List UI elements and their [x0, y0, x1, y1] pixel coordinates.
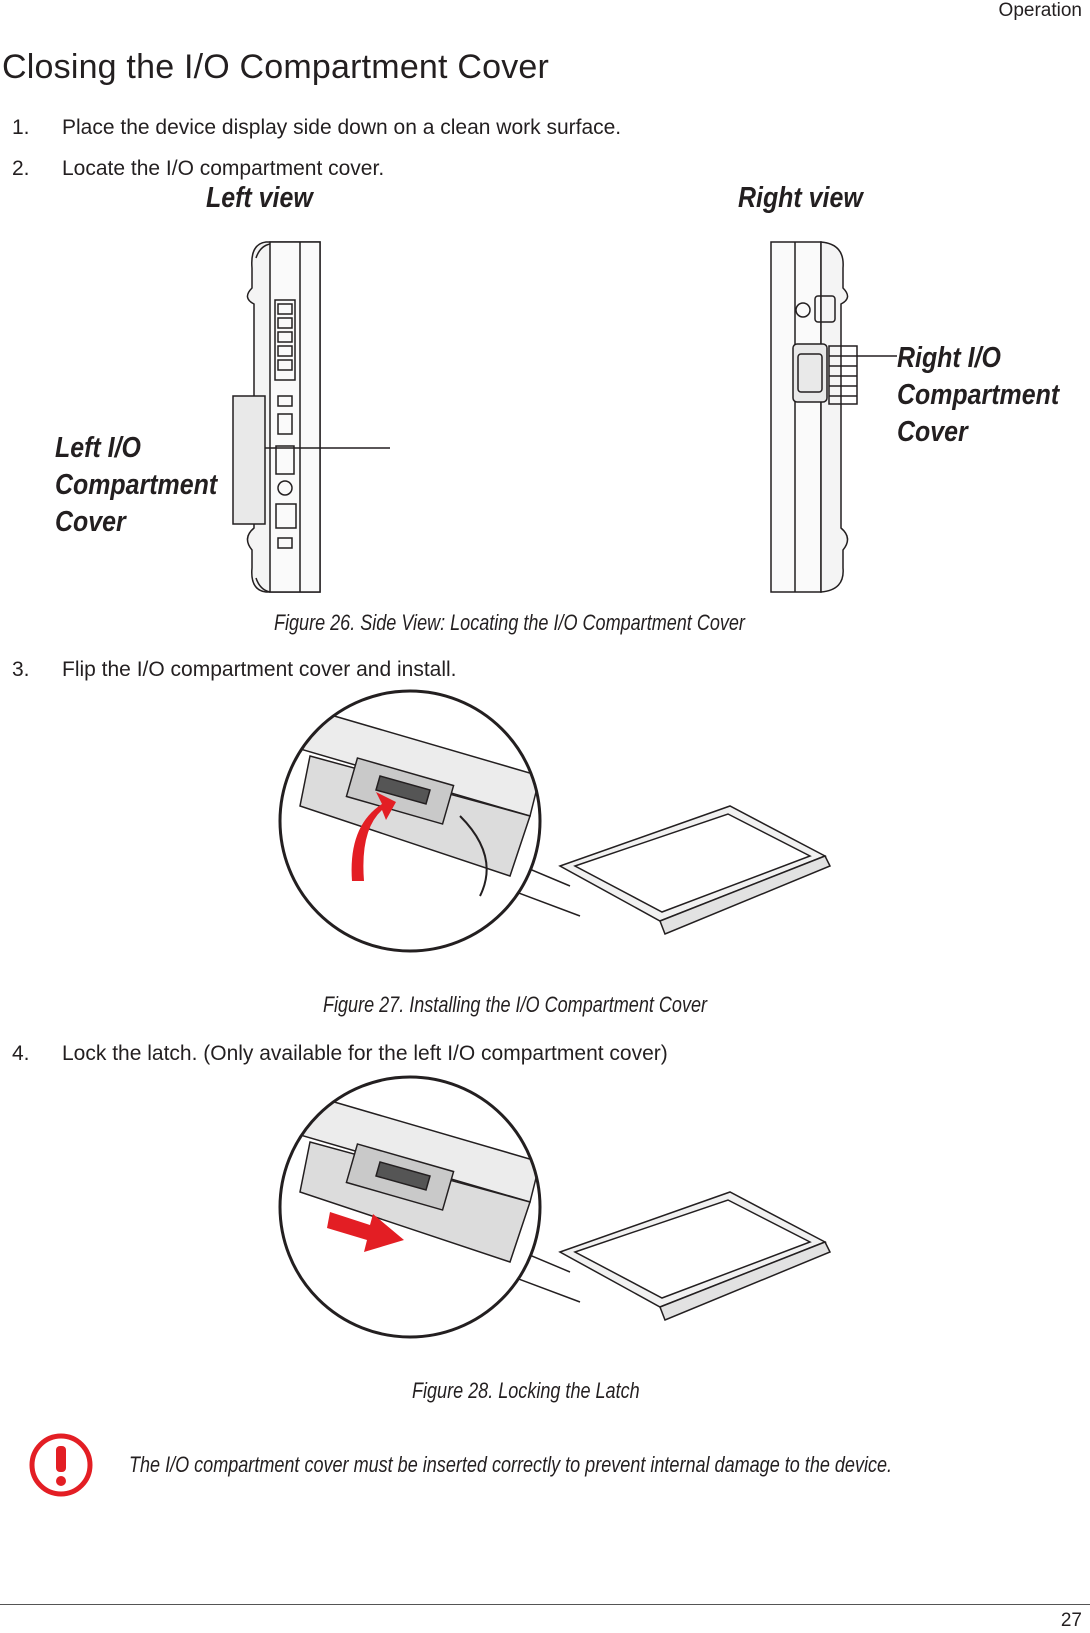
step-text: Place the device display side down on a …	[62, 116, 622, 139]
callout-line: Left I/O	[55, 432, 141, 464]
right-view-label: Right view	[738, 182, 863, 214]
step-2: 2. Locate the I/O compartment cover.	[12, 157, 912, 183]
lock-latch-illustration	[278, 1075, 832, 1339]
step-1: 1. Place the device display side down on…	[12, 116, 912, 142]
left-side-view-illustration	[232, 241, 390, 593]
step-number: 2.	[12, 157, 30, 180]
install-cover-illustration	[278, 689, 832, 953]
section-header: Operation	[998, 0, 1082, 21]
note-text: The I/O compartment cover must be insert…	[129, 1452, 893, 1477]
step-text: Locate the I/O compartment cover.	[62, 157, 385, 180]
footer-divider	[0, 1604, 1090, 1605]
step-3: 3. Flip the I/O compartment cover and in…	[12, 658, 912, 684]
right-side-view-illustration	[770, 241, 897, 593]
exclamation-circle-icon	[29, 1433, 93, 1497]
step-number: 4.	[12, 1042, 30, 1065]
step-number: 3.	[12, 658, 30, 681]
slide-arrow-icon	[327, 1212, 404, 1252]
callout-line: Cover	[55, 506, 126, 538]
right-io-callout: Right I/O Compartment Cover	[897, 340, 1059, 451]
figure-26-caption: Figure 26. Side View: Locating the I/O C…	[274, 610, 745, 635]
left-view-label: Left view	[206, 182, 313, 214]
flip-arrow-icon	[351, 792, 396, 881]
callout-line: Right I/O	[897, 342, 1001, 374]
page-title: Closing the I/O Compartment Cover	[2, 48, 550, 86]
note-warning	[28, 1432, 94, 1498]
step-text: Lock the latch. (Only available for the …	[62, 1042, 668, 1065]
figure-28-caption: Figure 28. Locking the Latch	[412, 1378, 640, 1403]
figure-27-caption: Figure 27. Installing the I/O Compartmen…	[323, 992, 708, 1017]
callout-line: Cover	[897, 416, 968, 448]
step-4: 4. Lock the latch. (Only available for t…	[12, 1042, 912, 1068]
step-text: Flip the I/O compartment cover and insta…	[62, 658, 457, 681]
left-io-callout: Left I/O Compartment Cover	[55, 430, 217, 541]
page-number: 27	[1060, 1610, 1082, 1631]
step-number: 1.	[12, 116, 30, 139]
callout-line: Compartment	[55, 469, 218, 501]
callout-line: Compartment	[897, 379, 1060, 411]
